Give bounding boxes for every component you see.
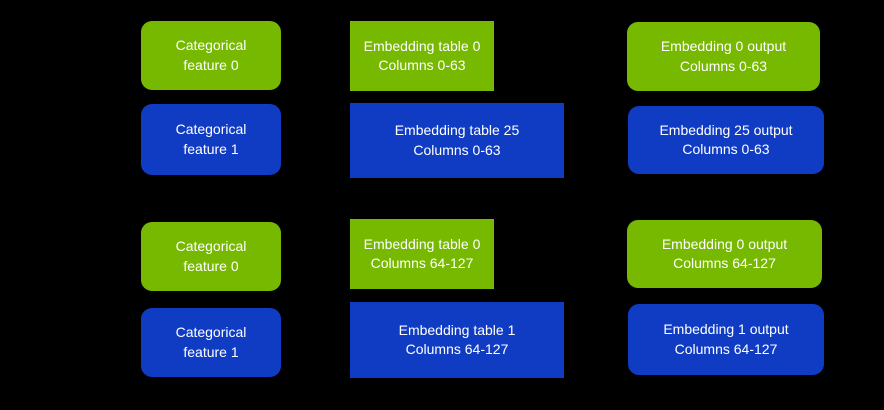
box-label-line1: Embedding 25 output [659,121,793,138]
embedding-1-output-cols-64-127-box: Embedding 1 output Columns 64-127 [628,304,824,375]
categorical-feature-0-box-top: Categorical feature 0 [141,21,281,90]
box-label: Categorical feature 1 [176,120,247,159]
box-label-line1: Embedding table 0 [363,37,481,54]
box-label-line2: Columns 0-63 [413,141,501,158]
categorical-feature-0-box-bottom: Categorical feature 0 [141,222,281,291]
embedding-table-1-cols-64-127-box: Embedding table 1 Columns 64-127 [350,302,564,378]
categorical-feature-1-box-bottom: Categorical feature 1 [141,308,281,377]
box-label: Categorical feature 1 [176,323,247,362]
embedding-0-output-cols-64-127-box: Embedding 0 output Columns 64-127 [627,220,822,288]
box-label-line1: Embedding table 25 [394,122,520,139]
categorical-feature-1-box-top: Categorical feature 1 [141,104,281,175]
box-label: Embedding table 0 Columns 64-127 [364,235,481,274]
box-label-line1: Embedding table 0 [363,235,481,252]
box-label-line2: feature 1 [183,343,239,360]
box-label-line2: Columns 64-127 [405,341,509,357]
box-label: Categorical feature 0 [176,36,247,75]
box-label-line1: Categorical [175,238,247,255]
box-label-line1: Embedding 0 output [660,38,787,55]
box-label: Embedding table 25 Columns 0-63 [395,121,520,160]
box-label-line2: feature 1 [183,140,239,157]
box-label-line1: Categorical [175,121,247,138]
box-label: Embedding 0 output Columns 0-63 [661,37,786,76]
embedding-table-25-cols-0-63-box: Embedding table 25 Columns 0-63 [350,103,564,178]
box-label: Embedding table 1 Columns 64-127 [399,321,516,360]
box-label-line2: feature 0 [183,56,239,73]
box-label-line1: Embedding 1 output [663,321,789,338]
box-label-line1: Embedding 0 output [661,235,788,252]
box-label: Embedding 0 output Columns 64-127 [662,235,787,274]
box-label-line1: Embedding table 1 [398,321,516,338]
box-label-line2: feature 0 [183,257,239,274]
box-label: Categorical feature 0 [176,237,247,276]
box-label-line2: Columns 64-127 [673,255,776,271]
box-label-line2: Columns 64-127 [370,255,474,271]
embedding-table-0-cols-64-127-box: Embedding table 0 Columns 64-127 [350,219,494,289]
embedding-0-output-cols-0-63-box: Embedding 0 output Columns 0-63 [627,22,820,91]
box-label-line1: Categorical [175,324,247,341]
box-label-line2: Columns 64-127 [674,340,778,357]
embedding-25-output-cols-0-63-box: Embedding 25 output Columns 0-63 [628,106,824,174]
box-label: Embedding table 0 Columns 0-63 [364,37,481,76]
box-label: Embedding 1 output Columns 64-127 [663,320,788,359]
box-label-line2: Columns 0-63 [679,57,768,74]
box-label-line2: Columns 0-63 [378,57,466,73]
embedding-table-0-cols-0-63-box: Embedding table 0 Columns 0-63 [350,21,494,91]
box-label: Embedding 25 output Columns 0-63 [659,121,792,160]
box-label-line2: Columns 0-63 [682,141,770,157]
box-label-line1: Categorical [175,37,247,54]
